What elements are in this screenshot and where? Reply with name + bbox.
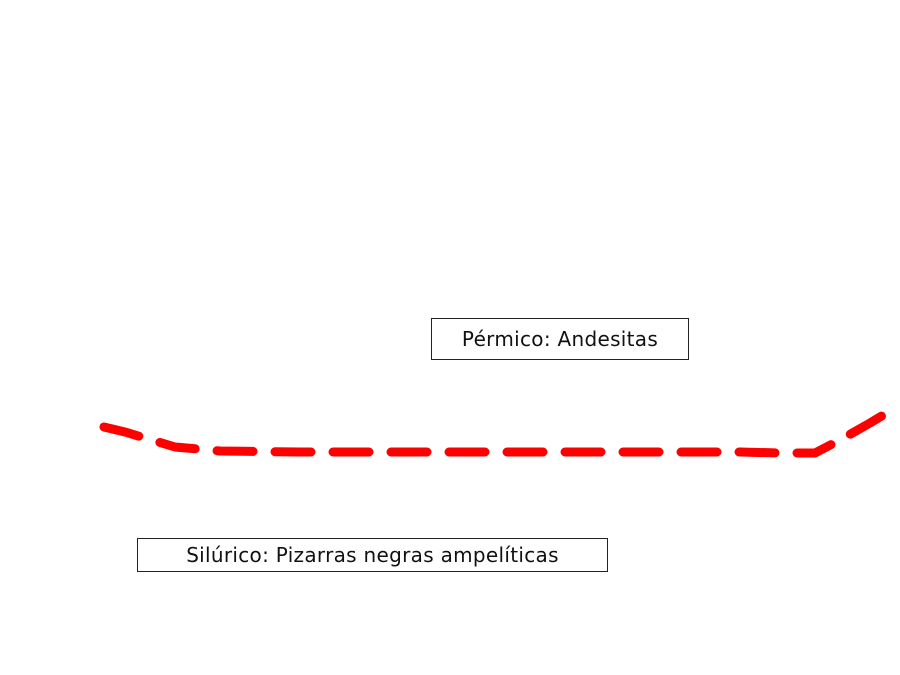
unit-label-permico: Pérmico: Andesitas [431, 318, 689, 360]
geologic-contact-line [99, 400, 900, 458]
unit-label-silurico: Silúrico: Pizarras negras ampelíticas [137, 538, 608, 572]
